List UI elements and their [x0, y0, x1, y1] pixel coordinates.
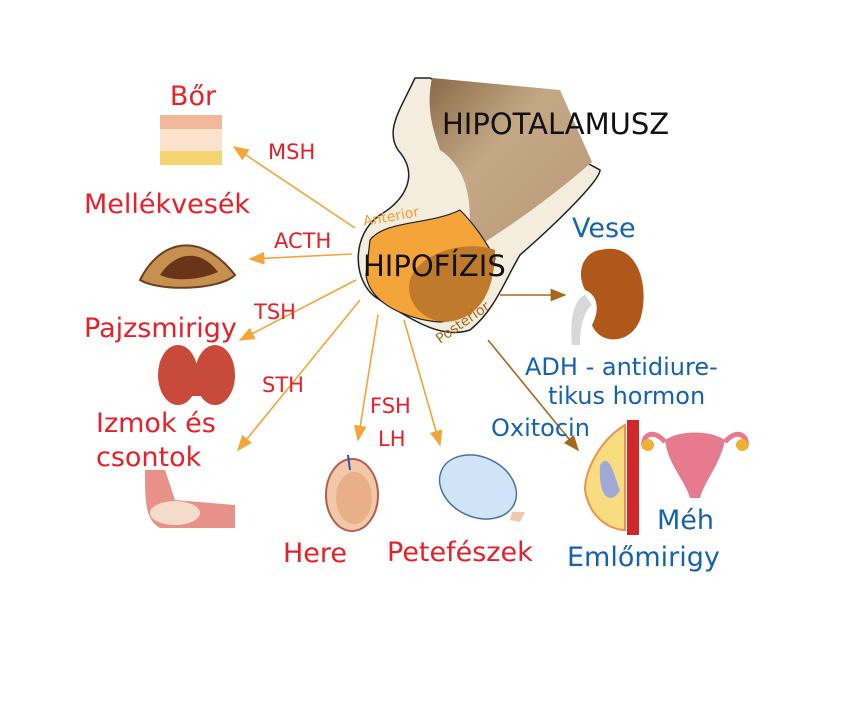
tsh-label: TSH [253, 300, 296, 324]
adh-label-line1: ADH - antidiure- [525, 353, 718, 381]
thyroid-icon [158, 345, 235, 405]
muscles-label-line2: csontok [96, 442, 202, 473]
ovary-label: Petefészek [387, 537, 533, 568]
mammary-label: Emlőmirigy [567, 542, 720, 573]
testis-icon [325, 454, 379, 532]
arrow-fsh [353, 314, 379, 442]
hypothalamus-pituitary-illustration [357, 77, 601, 334]
acth-label: ACTH [274, 229, 331, 253]
uterus-icon [641, 431, 749, 498]
oxytocin-label: Oxitocin [491, 414, 590, 442]
msh-label: MSH [268, 140, 315, 164]
arrow-acth [248, 251, 353, 265]
adh-label-line2: tikus hormon [548, 382, 705, 410]
skin-label: Bőr [170, 81, 217, 112]
testis-label: Here [283, 538, 347, 569]
thyroid-label: Pajzsmirigy [84, 313, 237, 344]
arrow-tsh [238, 279, 357, 341]
muscle-bone-icon [145, 470, 235, 528]
arrow-sth [236, 299, 361, 452]
hypothalamus-label: HIPOTALAMUSZ [442, 107, 669, 141]
sth-label: STH [262, 373, 304, 397]
skin-icon [160, 115, 222, 165]
lh-label: LH [378, 427, 406, 451]
adrenal-label: Mellékvesék [84, 189, 250, 220]
arrow-oxytocin [487, 339, 580, 452]
arrow-msh [232, 146, 356, 229]
adrenal-icon [138, 244, 237, 289]
arrow-lh [403, 319, 443, 447]
uterus-label: Méh [657, 505, 714, 536]
ovary-icon [438, 454, 525, 522]
kidney-label: Vese [572, 213, 636, 244]
muscles-label-line1: Izmok és [96, 408, 216, 439]
kidney-icon [571, 248, 644, 345]
mammary-gland-icon [583, 420, 639, 535]
fsh-label: FSH [370, 394, 411, 418]
pituitary-label: HIPOFÍZIS [363, 249, 506, 283]
